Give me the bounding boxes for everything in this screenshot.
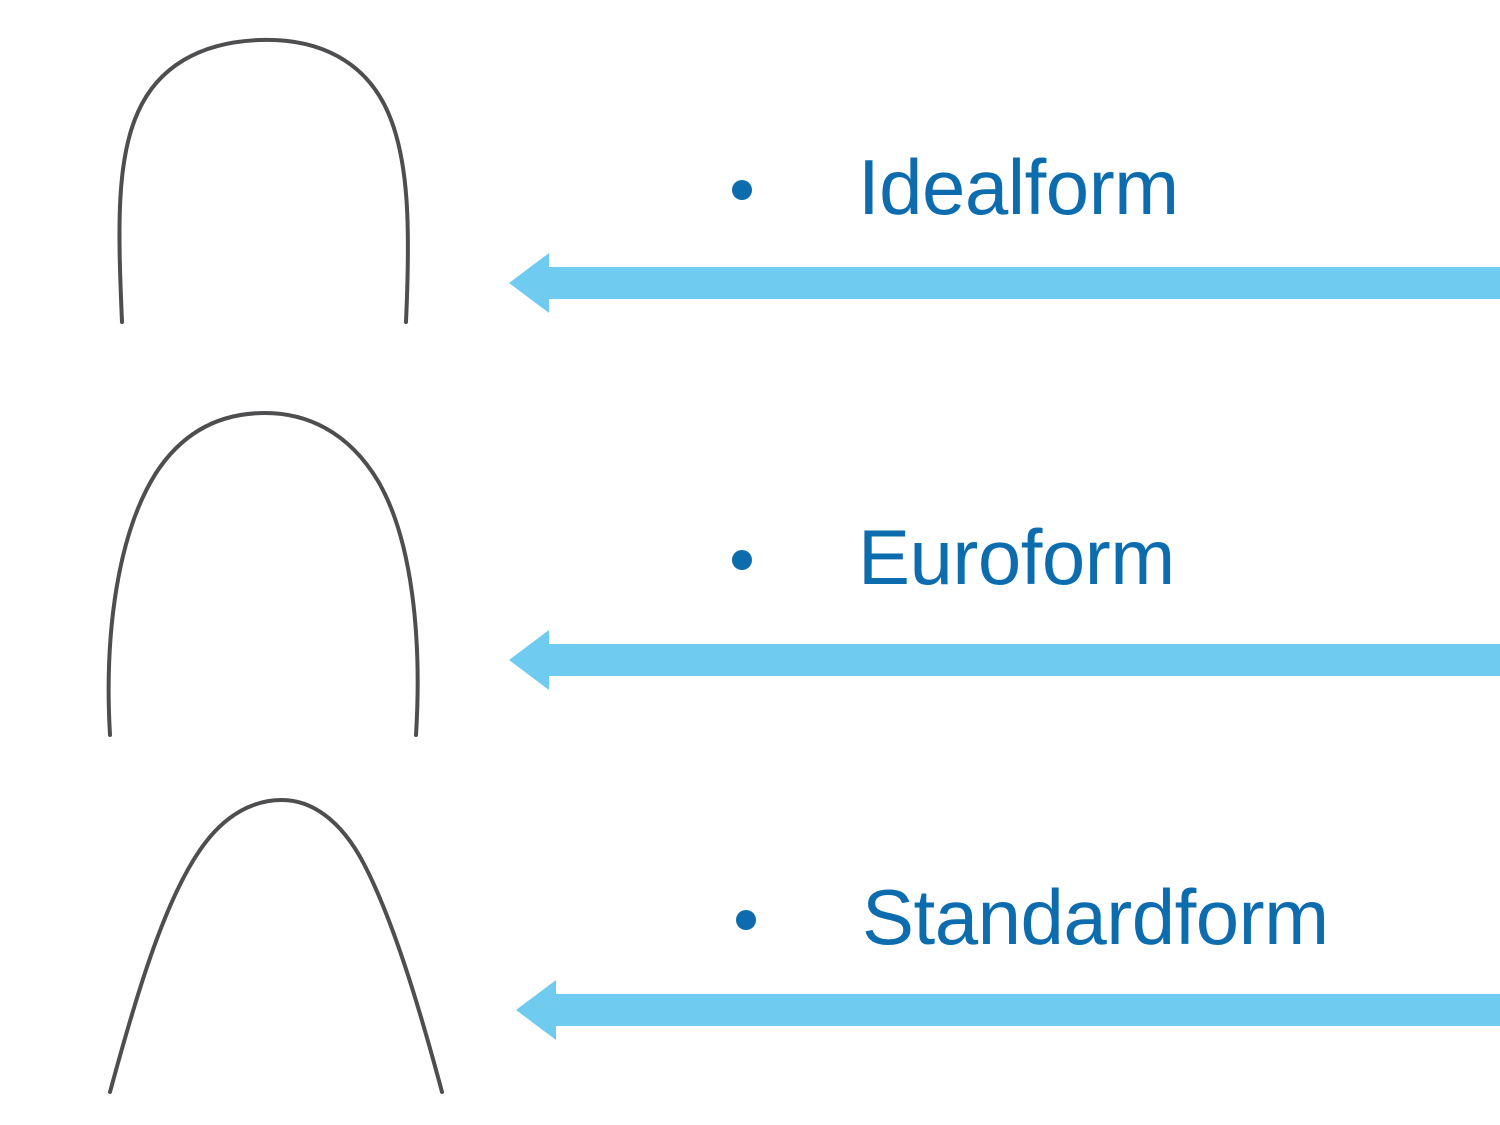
euroform-arch-figure bbox=[60, 405, 480, 745]
left-arrow-euroform bbox=[505, 625, 1500, 695]
list-item-label: Standardform bbox=[862, 873, 1329, 961]
list-item-euroform: Euroform bbox=[732, 518, 1175, 596]
standardform-arch bbox=[108, 797, 444, 1094]
standardform-arch-figure bbox=[60, 790, 480, 1100]
bullet-dot-icon bbox=[732, 550, 752, 570]
euroform-arch bbox=[106, 410, 420, 737]
left-arrow-standardform bbox=[512, 975, 1500, 1045]
bullet-dot-icon bbox=[736, 910, 756, 930]
list-item-standardform: Standardform bbox=[736, 878, 1329, 956]
euroform-arch-path bbox=[106, 410, 420, 737]
list-item-label: Idealform bbox=[858, 143, 1179, 231]
arrow-shape bbox=[509, 253, 1500, 313]
bullet-dot-icon bbox=[732, 180, 752, 200]
arrow-shape bbox=[516, 980, 1500, 1040]
idealform-arch-figure bbox=[60, 20, 480, 340]
left-arrow-euroform-icon bbox=[509, 630, 1500, 690]
idealform-arch bbox=[117, 37, 410, 324]
list-item-label: Euroform bbox=[858, 513, 1175, 601]
left-arrow-idealform bbox=[505, 248, 1500, 318]
left-arrow-idealform-icon bbox=[509, 253, 1500, 313]
arrow-shape bbox=[509, 630, 1500, 690]
left-arrow-standardform-icon bbox=[516, 980, 1500, 1040]
idealform-arch-path bbox=[117, 37, 410, 324]
standardform-arch-path bbox=[108, 797, 444, 1094]
list-item-idealform: Idealform bbox=[732, 148, 1179, 226]
